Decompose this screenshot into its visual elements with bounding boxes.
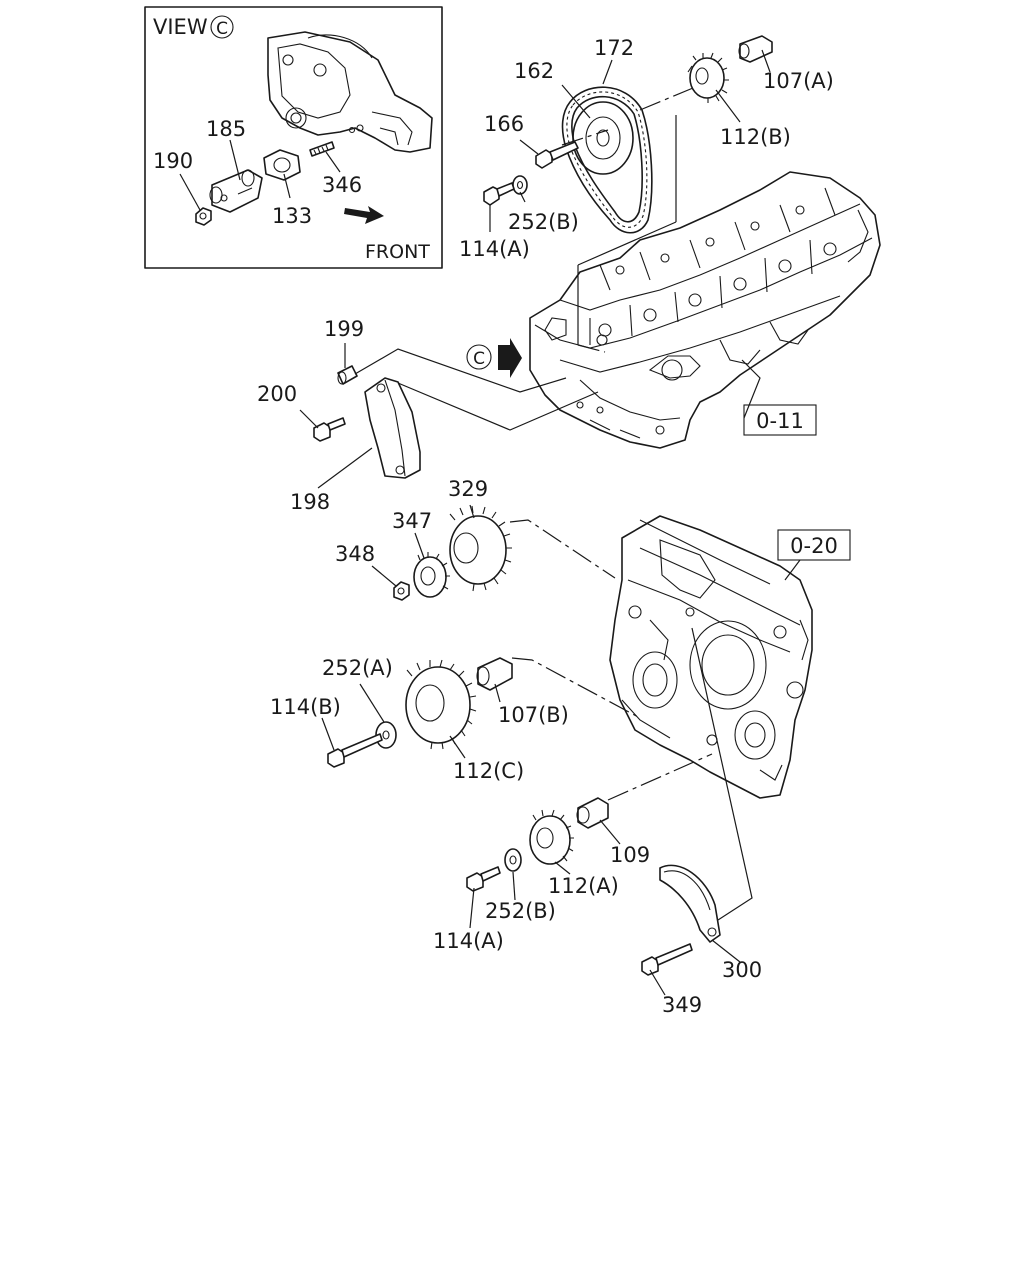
label-200: 200 [257, 382, 297, 406]
label-112a: 112(A) [548, 874, 619, 898]
part-347-sprocket [413, 552, 450, 598]
label-172: 172 [594, 36, 634, 60]
reference-0-20: 0-20 [777, 529, 851, 561]
label-114a-top: 114(A) [459, 237, 530, 261]
axis-107b [511, 657, 641, 719]
label-112b: 112(B) [720, 125, 791, 149]
view-c-inset: VIEW C FRONT [144, 6, 443, 269]
part-329-gear [449, 505, 512, 592]
label-198: 198 [290, 490, 330, 514]
label-112c: 112(C) [453, 759, 524, 783]
guide-300-route [691, 627, 753, 921]
label-114b: 114(B) [270, 695, 341, 719]
part-198-chain-guide [364, 377, 421, 479]
part-107a-bush [738, 35, 773, 63]
front-arrow-icon [344, 206, 384, 224]
part-300-guide [659, 864, 721, 943]
label-107b: 107(B) [498, 703, 569, 727]
reference-0-11: 0-11 [743, 404, 817, 436]
part-107b-bush [476, 657, 513, 691]
part-112a-gear [529, 809, 574, 865]
svg-text:0-20: 0-20 [790, 534, 838, 558]
label-349: 349 [662, 993, 702, 1017]
part-199-pin [337, 365, 358, 385]
part-166-bolt [535, 141, 579, 169]
label-346: 346 [322, 173, 362, 197]
label-133: 133 [272, 204, 312, 228]
axis-109 [607, 753, 713, 801]
leader-lines [179, 49, 771, 996]
inset-title: VIEW [153, 15, 208, 39]
svg-text:0-11: 0-11 [756, 409, 804, 433]
label-199: 199 [324, 317, 364, 341]
part-252b-top-washer [512, 175, 528, 195]
view-c-marker: C [466, 338, 522, 378]
axis-112b [639, 87, 694, 111]
callout-labels: 190 185 133 346 162 172 166 107(A) 112(B… [153, 36, 834, 1017]
chain-frame-top [577, 221, 677, 266]
inset-view-marker: C [216, 19, 228, 39]
inset-view-marker-circle [210, 15, 234, 39]
inset-engine-block [267, 31, 433, 153]
part-349-bolt [641, 943, 693, 976]
label-185: 185 [206, 117, 246, 141]
lead-0-20 [784, 559, 801, 581]
label-166: 166 [484, 112, 524, 136]
part-114a-top-bolt [483, 182, 515, 206]
label-109: 109 [610, 843, 650, 867]
inset-frame [144, 6, 443, 269]
inset-front-label: FRONT [365, 241, 430, 263]
view-c-arrow-icon [498, 338, 522, 378]
part-112b-gear [687, 52, 729, 103]
svg-text:C: C [473, 349, 485, 369]
label-348: 348 [335, 542, 375, 566]
guide-route-upper [354, 348, 567, 393]
part-114a-bottom-bolt [466, 866, 501, 892]
part-185-tensioner [209, 169, 263, 213]
axis-329 [509, 519, 616, 579]
part-190-nut [195, 207, 212, 226]
axis-166 [561, 129, 609, 146]
label-162: 162 [514, 59, 554, 83]
label-329: 329 [448, 477, 488, 501]
label-347: 347 [392, 509, 432, 533]
label-114a-bottom: 114(A) [433, 929, 504, 953]
label-252a: 252(A) [322, 656, 393, 680]
part-200-bolt [313, 417, 346, 442]
cylinder-head [529, 171, 881, 449]
part-252b-bottom-washer [504, 848, 522, 872]
label-107a: 107(A) [763, 69, 834, 93]
part-112c-gear [405, 659, 477, 750]
part-114b-bolt [327, 733, 383, 768]
axis-head [577, 344, 606, 353]
guide-route-lower [397, 382, 599, 431]
part-133-gasket [263, 149, 301, 181]
label-190: 190 [153, 149, 193, 173]
label-252b-bottom: 252(B) [485, 899, 556, 923]
lead-0-11 [741, 359, 761, 419]
timing-case [609, 515, 813, 799]
part-348-nut [393, 581, 410, 601]
part-346-stud [309, 141, 335, 157]
label-252b-top: 252(B) [508, 210, 579, 234]
label-300: 300 [722, 958, 762, 982]
